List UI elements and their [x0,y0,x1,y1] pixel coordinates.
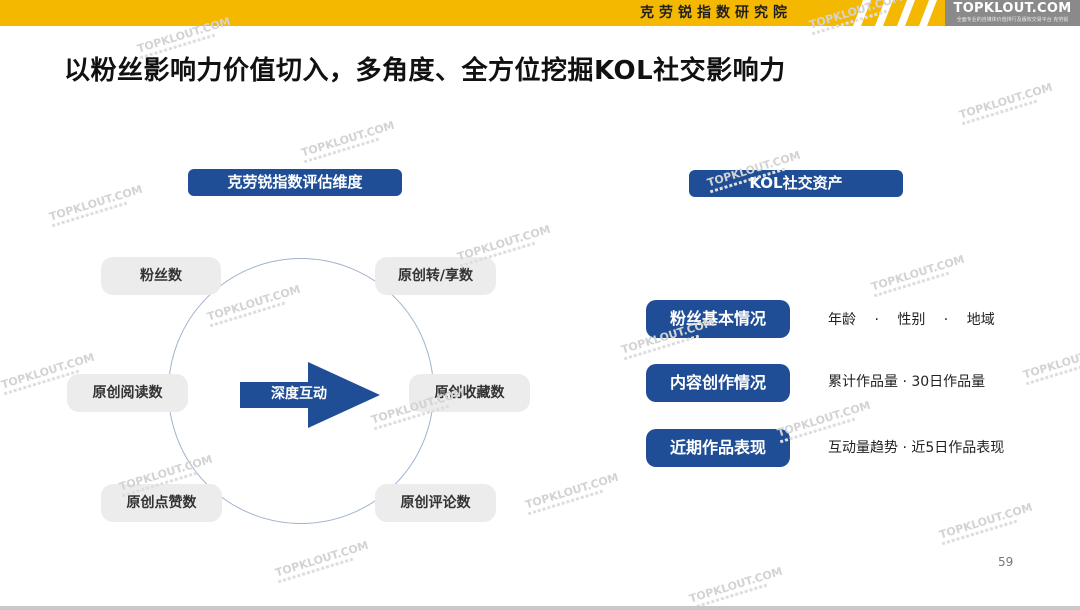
watermark: TOPKLOUT.COM [776,399,873,444]
dimension-node-likes: 原创点赞数 [101,484,222,522]
asset-fan-basics: 粉丝基本情况 [646,300,790,338]
watermark: TOPKLOUT.COM [938,501,1035,546]
watermark: TOPKLOUT.COM [274,539,371,584]
deep-interaction-label: 深度互动 [271,386,327,402]
dimension-node-comments: 原创评论数 [375,484,496,522]
watermark: TOPKLOUT.COM [688,565,785,610]
evaluation-dimensions-header: 克劳锐指数评估维度 [188,169,402,196]
deep-interaction-arrow-icon [240,362,380,428]
asset-recent-performance-detail: 互动量趋势 · 近5日作品表现 [828,440,1005,456]
asset-fan-basics-detail: 年龄 · 性别 · 地域 [828,312,995,328]
asset-content-creation: 内容创作情况 [646,364,790,402]
dimension-node-reads: 原创阅读数 [67,374,188,412]
watermark: TOPKLOUT.COM [48,183,145,228]
asset-content-creation-detail: 累计作品量 · 30日作品量 [828,374,986,390]
watermark: TOPKLOUT.COM [524,471,621,516]
watermark: TOPKLOUT.COM [870,253,967,298]
brand-logo: TOPKLOUT.COM 全面专业的自媒体价值排行及版权交易平台 克劳锐 [945,0,1080,26]
dimension-node-shares: 原创转/享数 [375,257,496,295]
bottom-divider [0,606,1080,610]
brand-logo-text: TOPKLOUT.COM [953,1,1072,16]
page-number: 59 [998,555,1014,569]
watermark: TOPKLOUT.COM [1022,341,1080,386]
watermark: TOPKLOUT.COM [958,81,1055,126]
kol-assets-header: KOL社交资产 [689,170,903,197]
watermark: TOPKLOUT.COM [300,119,397,164]
page-title: 以粉丝影响力价值切入，多角度、全方位挖掘KOL社交影响力 [64,56,786,86]
dimension-node-favorites: 原创收藏数 [409,374,530,412]
stripe-decoration-icon [853,0,937,26]
dimension-node-fans: 粉丝数 [101,257,221,295]
asset-recent-performance: 近期作品表现 [646,429,790,467]
institute-name: 克劳锐指数研究院 [640,5,792,21]
top-banner: 克劳锐指数研究院 TOPKLOUT.COM 全面专业的自媒体价值排行及版权交易平… [0,0,1080,26]
brand-logo-subtext: 全面专业的自媒体价值排行及版权交易平台 克劳锐 [956,17,1069,23]
